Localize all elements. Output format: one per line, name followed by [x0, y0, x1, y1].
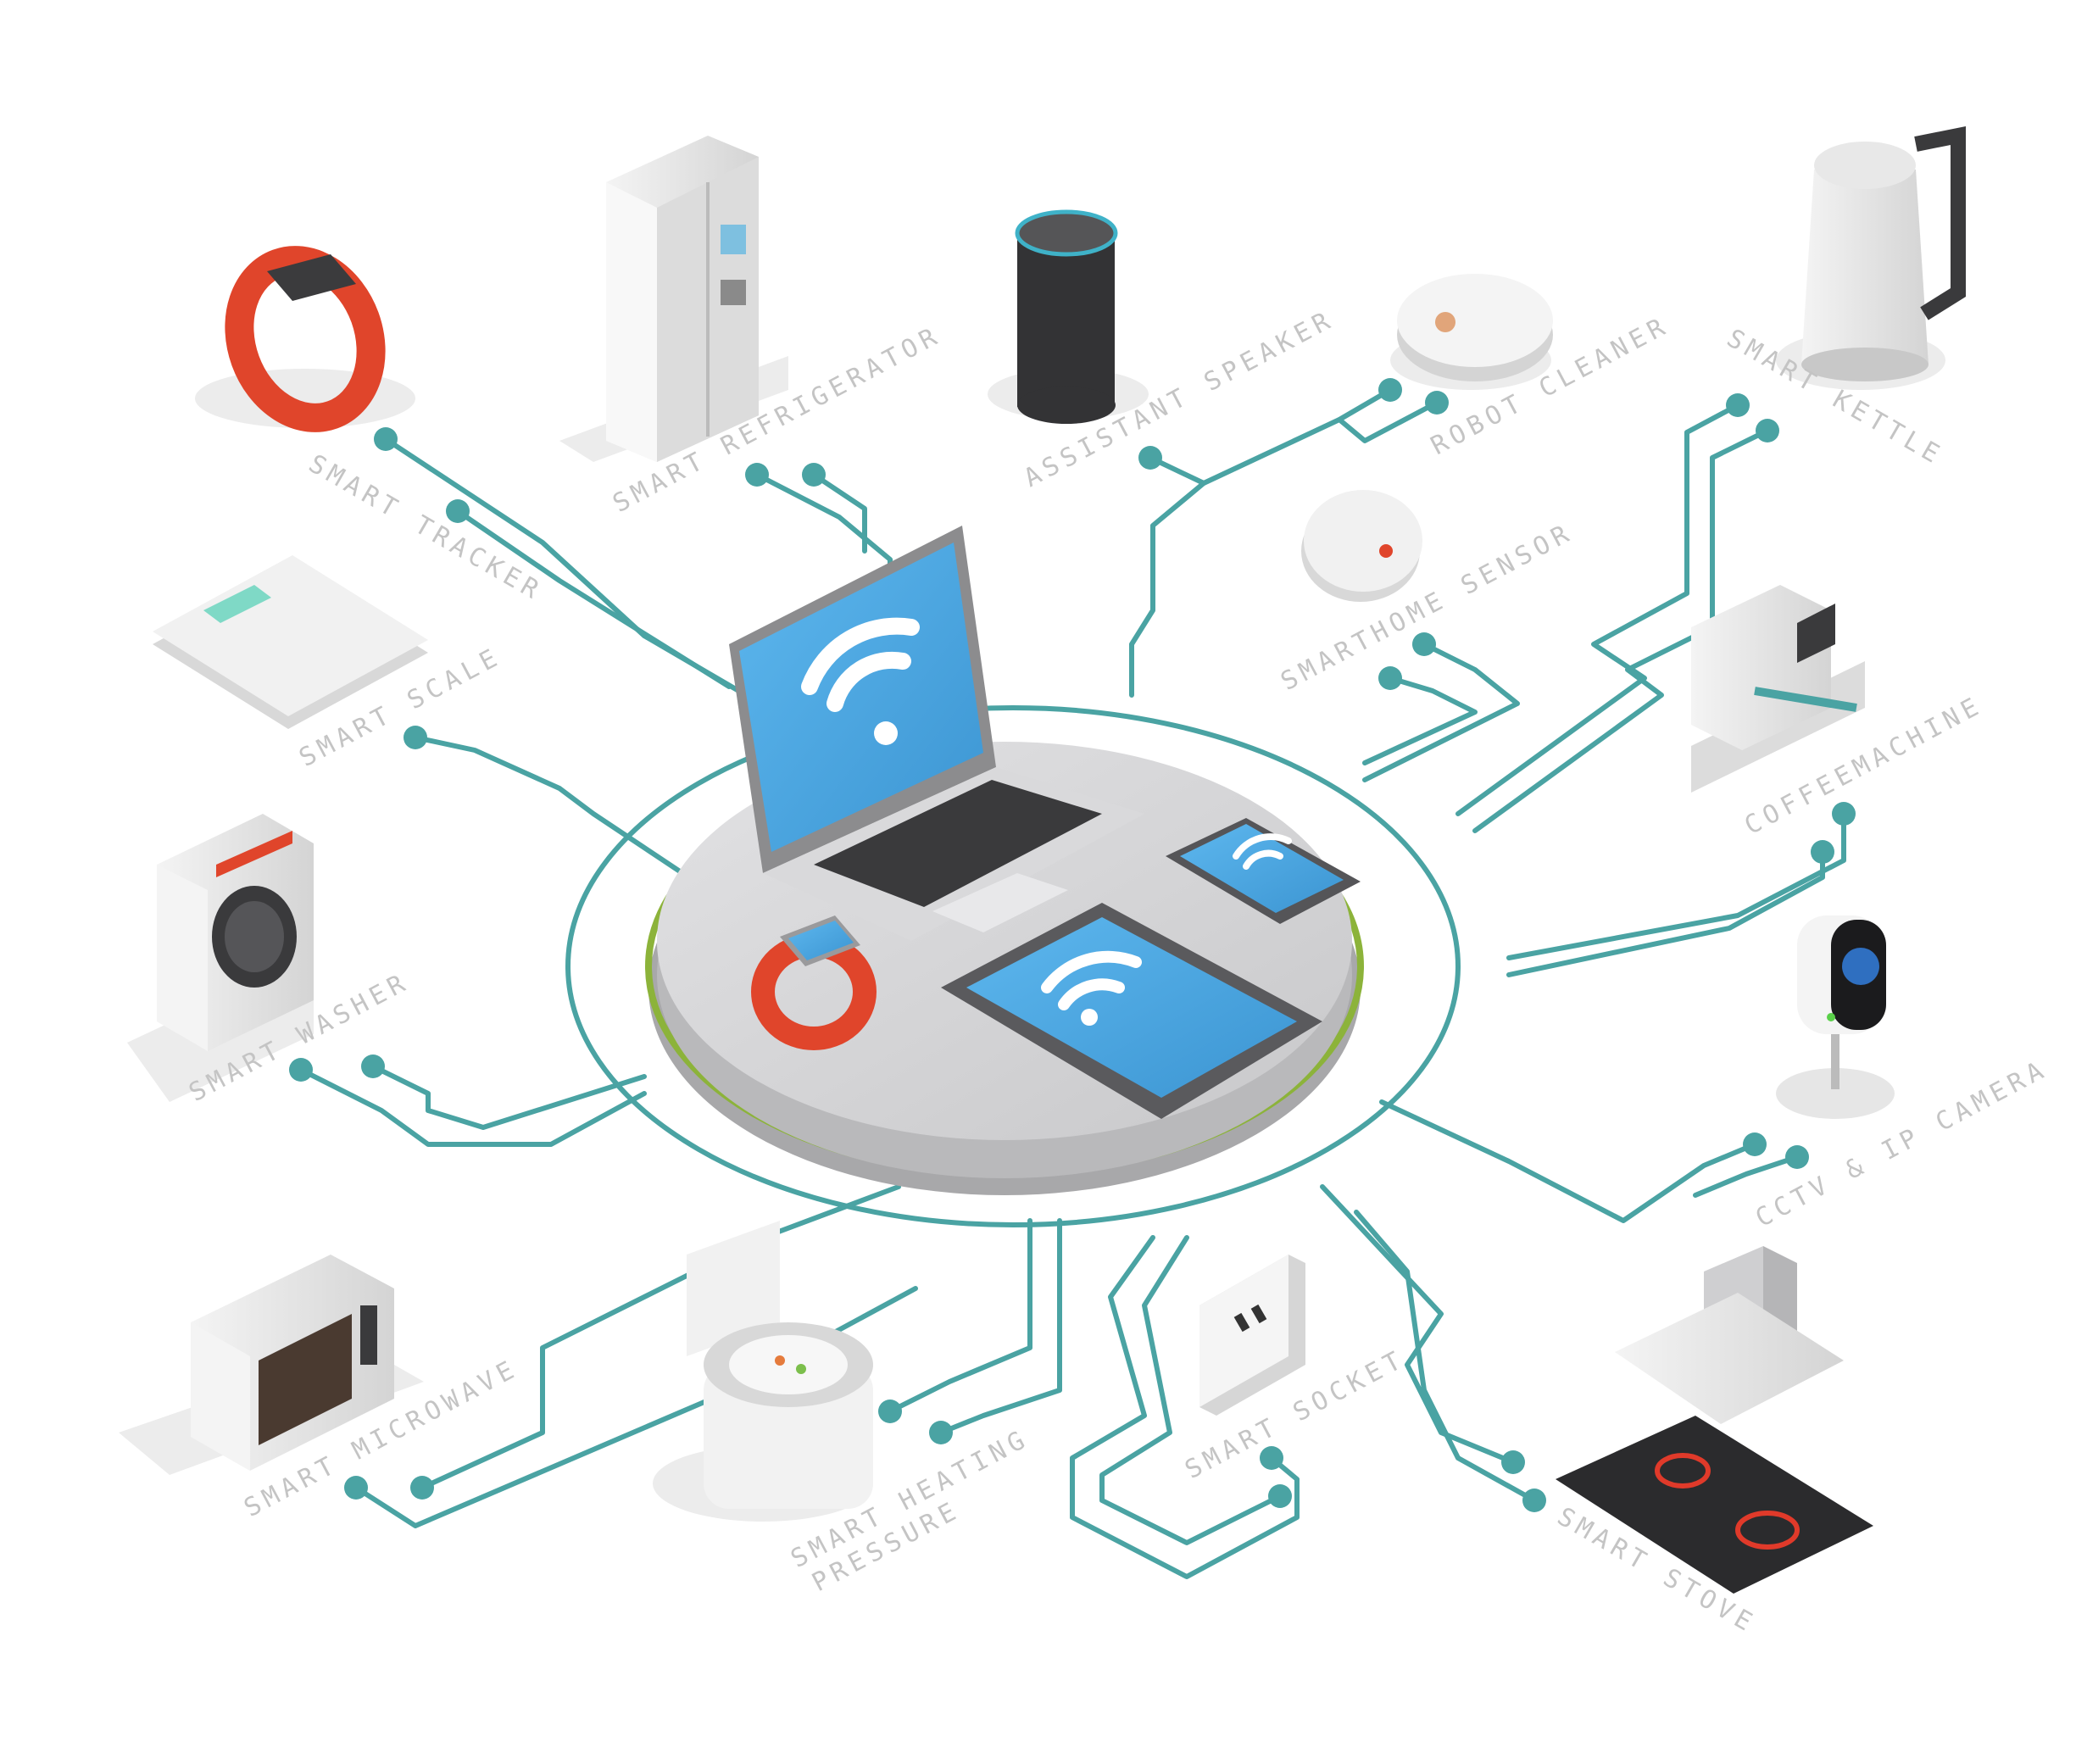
smartwatch-icon [751, 915, 877, 1050]
wire-node [1378, 378, 1402, 402]
wire-node [289, 1058, 313, 1082]
wire-node [374, 427, 398, 451]
smoke-sensor-icon [1301, 490, 1422, 602]
wire-socket [1070, 1235, 1300, 1579]
wire-cctv-2 [1693, 1155, 1800, 1198]
wire-node [1811, 840, 1834, 864]
microwave-icon [119, 1255, 424, 1475]
fitness-band-icon [195, 246, 415, 432]
wire-node [404, 726, 427, 749]
wall-socket-icon [1199, 1255, 1305, 1416]
wire-node [1138, 446, 1162, 470]
wire-node [1785, 1145, 1809, 1169]
wire-scale [413, 735, 698, 884]
kettle-icon [1776, 126, 1966, 390]
wire-node [1260, 1446, 1283, 1470]
wire-node [1425, 391, 1449, 415]
wire-socket-2 [1099, 1235, 1283, 1545]
smart-speaker-icon [988, 209, 1149, 424]
wifi-icon [801, 617, 920, 745]
scale-icon [153, 555, 428, 729]
wire-node [929, 1421, 953, 1444]
wire-node [1268, 1484, 1292, 1508]
wire-node [878, 1400, 902, 1423]
connection-wires [289, 378, 1856, 1579]
wire-cooker-2 [938, 1218, 1062, 1435]
wire-cooker [888, 1218, 1032, 1414]
range-hood-icon [1615, 1246, 1844, 1424]
wire-camera-2 [1506, 849, 1825, 977]
robot-vacuum-icon [1390, 274, 1553, 390]
wire-node [344, 1476, 368, 1500]
tablet-icon [941, 903, 1322, 1119]
label-smart-tracker: SMART TRACKER [303, 449, 548, 608]
washing-machine-icon [127, 814, 314, 1102]
wire-node [1501, 1450, 1525, 1474]
wire-node [1832, 802, 1856, 826]
wire-sensor [1362, 642, 1520, 782]
smartphone-icon [1166, 818, 1361, 924]
wire-node [1522, 1489, 1546, 1512]
coffee-machine-icon [1691, 585, 1865, 793]
wire-stove [1320, 1184, 1516, 1465]
wire-node [802, 463, 826, 487]
wire-cctv [1379, 1099, 1757, 1223]
wire-refrigerator-2 [811, 472, 867, 554]
rice-cooker-icon [653, 1221, 873, 1522]
wire-washer [298, 1067, 647, 1147]
wire-node [410, 1476, 434, 1500]
wire-stove-2 [1354, 1210, 1537, 1503]
induction-stove-icon [1556, 1416, 1873, 1594]
wire-node [1378, 666, 1402, 690]
outer-ring-wire [565, 705, 1461, 1227]
wire-microwave-2 [420, 1184, 901, 1490]
wire-tracker-2 [455, 509, 732, 689]
wire-node [446, 499, 470, 523]
wire-sensor-2 [1362, 676, 1478, 765]
wire-washer-2 [370, 1064, 647, 1130]
wire-robot-2 [1337, 400, 1439, 443]
wire-kettle-2 [1472, 428, 1770, 833]
refrigerator-icon [559, 136, 788, 462]
wire-kettle [1455, 403, 1740, 816]
wire-camera [1506, 811, 1846, 960]
wire-node [1756, 419, 1779, 442]
wire-node [1726, 393, 1750, 417]
wire-node [361, 1055, 385, 1078]
ip-camera-icon [1776, 915, 1895, 1119]
wire-speaker [1129, 455, 1206, 698]
wire-node [1743, 1132, 1767, 1156]
wire-node [1412, 632, 1436, 656]
wire-node [745, 463, 769, 487]
laptop-icon [729, 526, 1144, 941]
